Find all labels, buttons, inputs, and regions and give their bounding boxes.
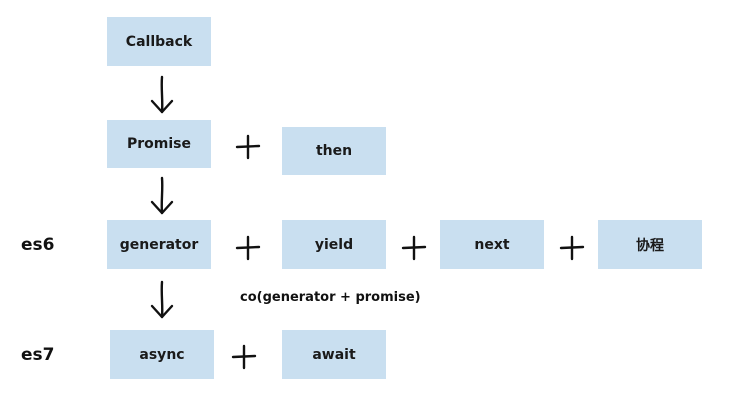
then-node: then [282, 127, 386, 175]
plus-icon [233, 233, 263, 263]
es6-row-label: es6 [21, 235, 55, 255]
plus-icon [233, 132, 263, 162]
callback-node: Callback [107, 17, 211, 66]
next-node: next [440, 220, 544, 269]
await-node: await [282, 330, 386, 379]
arrow-down-icon [148, 75, 176, 115]
generator-node: generator [107, 220, 211, 269]
coroutine-node: 协程 [598, 220, 702, 269]
promise-node: Promise [107, 120, 211, 168]
es7-row-label: es7 [21, 345, 55, 365]
yield-node: yield [282, 220, 386, 269]
plus-icon [399, 233, 429, 263]
async-node: async [110, 330, 214, 379]
arrow-down-icon [148, 280, 176, 320]
plus-icon [557, 233, 587, 263]
co-annotation: co(generator + promise) [240, 290, 421, 305]
arrow-down-icon [148, 176, 176, 216]
plus-icon [229, 342, 259, 372]
